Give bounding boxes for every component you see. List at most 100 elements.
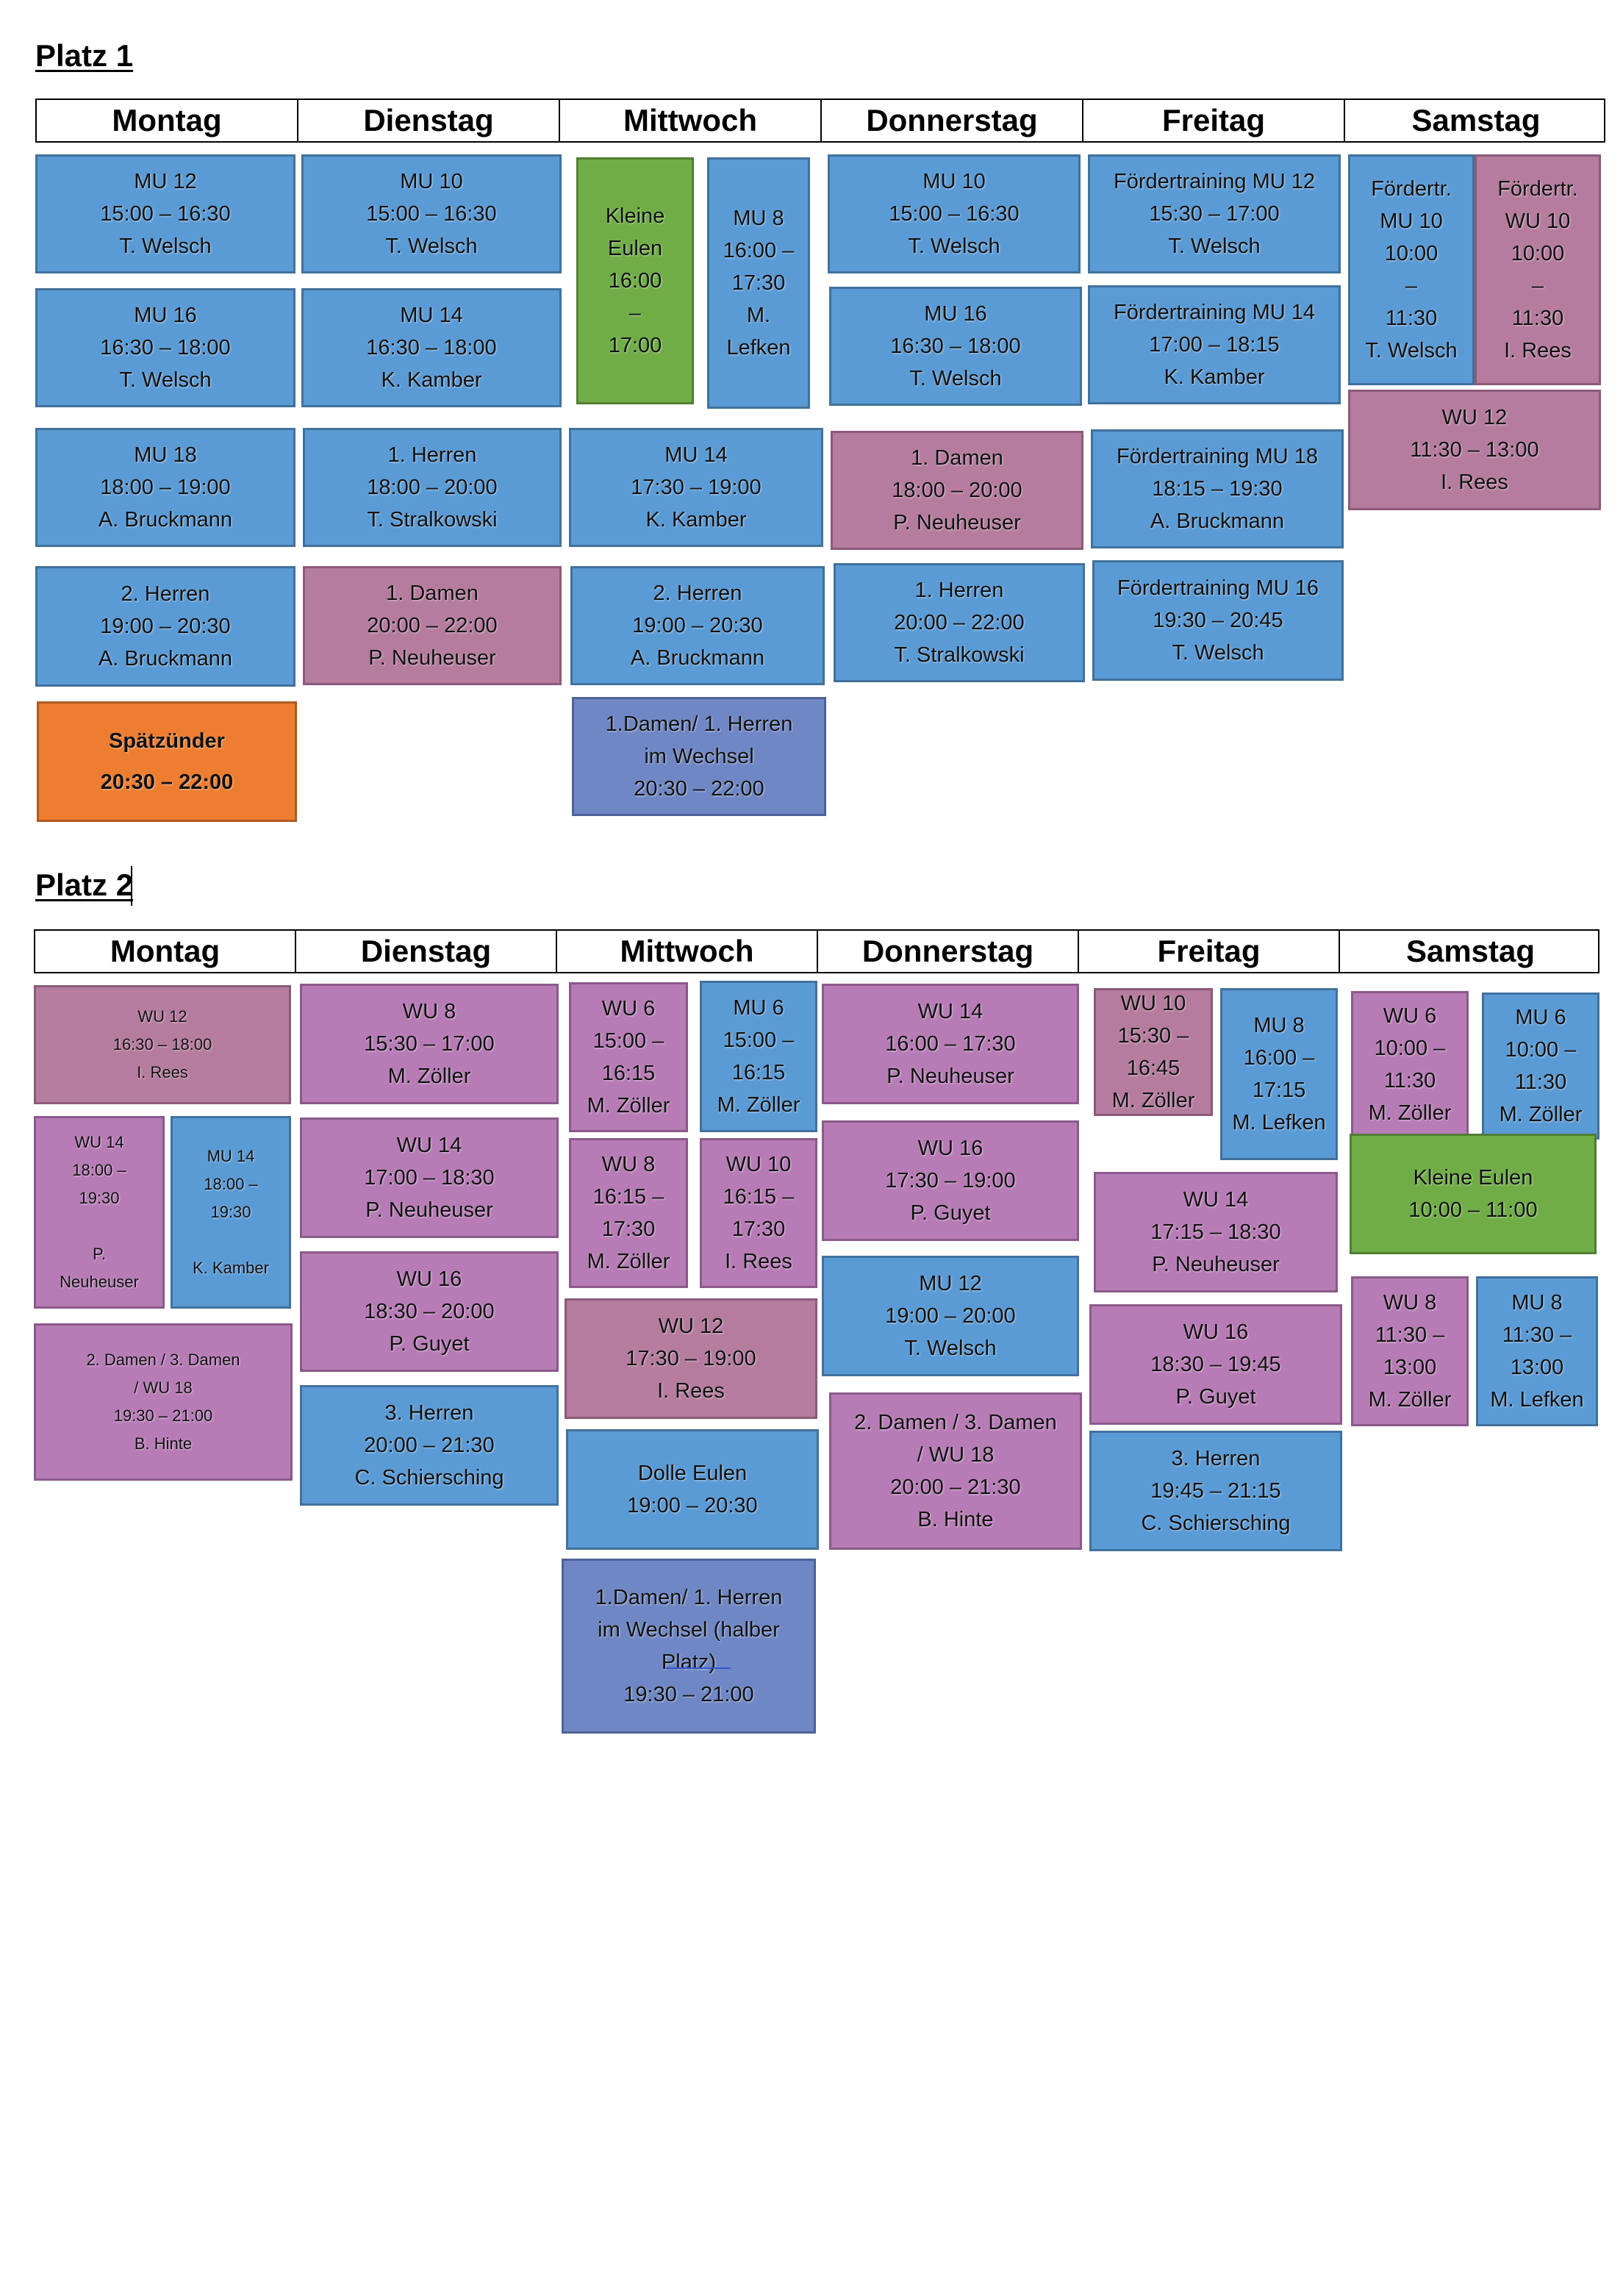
- slot-text-line: 11:30: [1514, 1070, 1567, 1094]
- slot-text-line: / WU 18: [917, 1443, 995, 1467]
- slot-text-line: MU 10: [1380, 210, 1443, 233]
- slot-text-line: 17:15: [1252, 1079, 1306, 1102]
- slot-text-line: M.: [746, 304, 771, 327]
- slot-text-line: 2. Herren: [121, 582, 210, 606]
- slot-text-line: 15:00 – 16:30: [366, 202, 497, 226]
- slot-text-line: WU 16: [396, 1267, 462, 1291]
- slot-text-line: WU 16: [917, 1137, 984, 1160]
- slot-text-line: 16:15 –: [723, 1185, 795, 1209]
- slot-text-line: 20:00 – 22:00: [894, 611, 1025, 634]
- slot-text-line: P. Guyet: [389, 1332, 470, 1356]
- slot-text-line: 17:30: [731, 271, 786, 295]
- slot-text-line: A. Bruckmann: [1150, 509, 1285, 533]
- underline-decoration: [666, 1667, 731, 1669]
- slot-text-line: 20:00 – 21:30: [890, 1476, 1021, 1499]
- slot-text-line: T. Stralkowski: [367, 508, 498, 532]
- slot-text-line: Kleine: [605, 204, 665, 228]
- slot-text-line: MU 14: [664, 443, 728, 467]
- day-header-dienstag: Dienstag: [296, 931, 557, 972]
- slot-text-line: P. Neuheuser: [368, 646, 496, 670]
- slot-text-line: 19:00 – 20:30: [100, 615, 231, 638]
- slot-text-line: 17:30 – 19:00: [631, 476, 762, 499]
- slot-text-line: MU 8: [1511, 1291, 1563, 1315]
- day-header-freitag: Freitag: [1083, 100, 1345, 141]
- day-header-montag: Montag: [37, 100, 298, 141]
- slot-text-line: A. Bruckmann: [98, 508, 233, 532]
- slot-text-line: [229, 1226, 233, 1254]
- slot-text-line: 19:30: [79, 1189, 120, 1207]
- slot-text-line: –: [628, 301, 642, 325]
- slot-text-line: A. Bruckmann: [630, 646, 765, 670]
- slot-text-line: 15:00 –: [592, 1029, 664, 1053]
- slot-text-line: MU 12: [134, 170, 197, 193]
- slot-text-line: T. Welsch: [119, 235, 212, 258]
- slot-text-line: 3. Herren: [1171, 1447, 1261, 1470]
- slot-text-line: T. Welsch: [1365, 339, 1458, 362]
- slot-text-line: MU 14: [400, 304, 463, 327]
- slot-text-line: 17:15 – 18:30: [1150, 1220, 1281, 1244]
- day-header-row-platz-1: Montag Dienstag Mittwoch Donnerstag Frei…: [35, 99, 1605, 143]
- slot-text-line: Lefken: [726, 336, 791, 360]
- slot-text-line: WU 8: [601, 1153, 656, 1176]
- slot-text-line: WU 12: [658, 1315, 724, 1338]
- slot-text-line: Fördertraining MU 18: [1117, 445, 1318, 468]
- slot-text-line: 13:00: [1510, 1356, 1564, 1379]
- slot-text-line: 18:30 – 19:45: [1150, 1353, 1281, 1376]
- day-header-freitag: Freitag: [1079, 931, 1340, 972]
